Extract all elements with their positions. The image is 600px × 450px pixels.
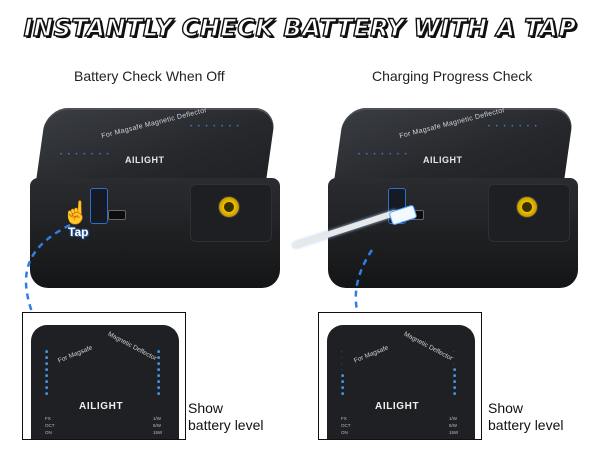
show-line-2: battery level	[488, 417, 564, 433]
device-brand: AILIGHT	[423, 155, 463, 165]
show-battery-level-left: Show battery level	[188, 400, 263, 434]
led-dots-right: • • • • • • •	[190, 124, 241, 130]
led-dots-left: • • • • • • •	[358, 152, 409, 158]
mode-label: 5/W	[153, 423, 162, 428]
headline: INSTANTLY CHECK BATTERY WITH A TAP	[23, 13, 577, 42]
zoom-panel-left: For Magsafe Magnetic Deflector ■■■■■■■■ …	[22, 312, 186, 440]
led-dots-left: • • • • • • •	[60, 152, 111, 158]
panel-device: For Magsafe Magnetic Deflector ····■■■■ …	[327, 325, 475, 439]
panel-brand: AILIGHT	[79, 401, 124, 412]
tap-label: Tap	[68, 225, 89, 239]
show-line-1: Show	[488, 400, 524, 416]
mode-label: 5/W	[449, 423, 458, 428]
mode-labels-left: FX OCT ON	[341, 415, 351, 436]
dashed-arrow-right	[354, 249, 374, 321]
device-left: For Magsafe Magnetic Deflector • • • • •…	[30, 100, 280, 290]
device-brand: AILIGHT	[125, 155, 165, 165]
panel-arc-text-1: For Magsafe	[57, 344, 94, 365]
panel-arc-text-2: Magnetic Deflector	[106, 330, 158, 363]
mode-label: ON	[341, 430, 348, 435]
mode-labels-left: FX OCT ON	[45, 415, 55, 436]
mode-label: FX	[341, 416, 347, 421]
mode-label: 15W	[153, 430, 163, 435]
battery-led-column-right: ■■■■■■■■	[157, 349, 161, 397]
mode-label: 1/W	[449, 416, 458, 421]
mode-label: ON	[45, 430, 52, 435]
battery-led-column-left: ■■■■■■■■	[45, 349, 49, 397]
show-battery-level-right: Show battery level	[488, 400, 563, 434]
tripod-mount-icon	[516, 196, 538, 218]
panel-arc-text-1: For Magsafe	[353, 344, 390, 365]
show-line-2: battery level	[188, 417, 264, 433]
mode-labels-right: 1/W 5/W 15W	[153, 415, 162, 436]
mode-label: 15W	[449, 430, 459, 435]
mode-label: 1/W	[153, 416, 162, 421]
usb-port	[108, 210, 126, 220]
led-dots-right: • • • • • • •	[488, 124, 539, 130]
tripod-mount-icon	[218, 196, 240, 218]
battery-led-column-right: ···■■■■■	[453, 349, 457, 397]
mode-label: FX	[45, 416, 51, 421]
panel-device: For Magsafe Magnetic Deflector ■■■■■■■■ …	[31, 325, 179, 439]
panel-arc-text-2: Magnetic Deflector	[402, 330, 454, 363]
battery-check-button[interactable]	[90, 188, 108, 224]
battery-led-column-left: ····■■■■	[341, 349, 345, 397]
mode-labels-right: 1/W 5/W 15W	[449, 415, 458, 436]
dashed-arrow-left	[24, 223, 71, 319]
panel-brand: AILIGHT	[375, 401, 420, 412]
mode-label: OCT	[341, 423, 351, 428]
zoom-panel-right: For Magsafe Magnetic Deflector ····■■■■ …	[318, 312, 482, 440]
label-battery-check-off: Battery Check When Off	[74, 68, 225, 84]
device-right: For Magsafe Magnetic Deflector • • • • •…	[291, 100, 578, 290]
label-charging-progress: Charging Progress Check	[372, 68, 533, 84]
show-line-1: Show	[188, 400, 224, 416]
hand-pointer-icon: ☝	[62, 200, 90, 225]
mode-label: OCT	[45, 423, 55, 428]
